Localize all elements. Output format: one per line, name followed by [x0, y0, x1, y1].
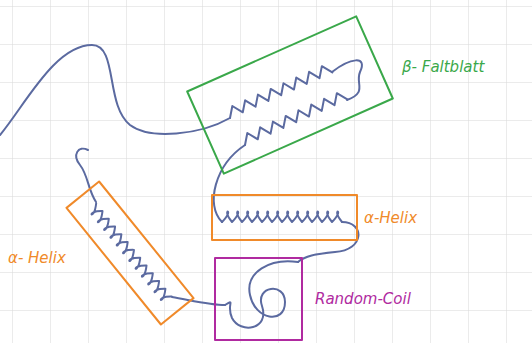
- box-outline: [185, 12, 397, 177]
- box-outline: [215, 258, 302, 340]
- structure-box: β- Faltblatt: [185, 12, 397, 177]
- structure-box: α-Helix: [212, 195, 357, 240]
- structure-box: Random-Coil: [215, 258, 302, 340]
- structure-label: Random-Coil: [315, 290, 411, 308]
- box-outline: [64, 179, 196, 327]
- structure-label: α-Helix: [364, 209, 417, 227]
- structure-label: α- Helix: [8, 249, 66, 267]
- box-outline: [212, 195, 357, 240]
- protein-chain: [0, 45, 362, 328]
- structure-box: α- Helix: [64, 179, 196, 327]
- structure-label: β- Faltblatt: [402, 58, 484, 76]
